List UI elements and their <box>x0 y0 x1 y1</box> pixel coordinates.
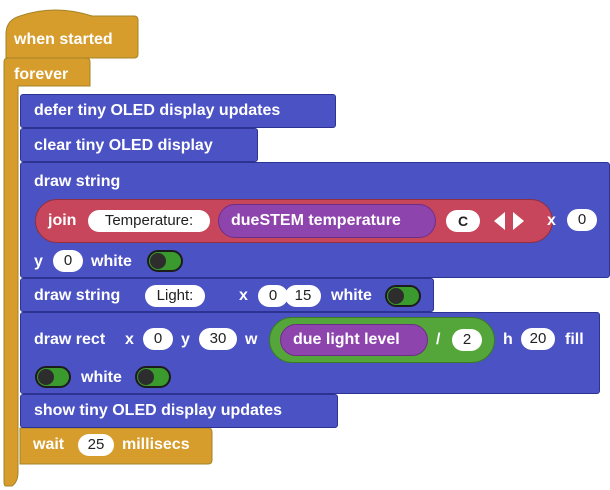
y-label: y <box>34 253 43 270</box>
draw-string-label: draw string <box>34 173 121 190</box>
hat-block-label[interactable]: when started <box>14 31 113 48</box>
fill-label: fill <box>565 331 584 348</box>
h-input[interactable]: 20 <box>521 328 555 350</box>
forever-block-label[interactable]: forever <box>14 66 69 83</box>
color-label: white <box>331 287 372 304</box>
divisor-input[interactable]: 2 <box>452 329 482 351</box>
temperature-reporter-label: dueSTEM temperature <box>231 212 401 229</box>
toggle-switch-icon[interactable] <box>35 366 71 388</box>
show-display-updates-block[interactable]: show tiny OLED display updates <box>20 394 338 428</box>
unit-dropdown[interactable]: C <box>446 210 480 232</box>
y-label: y <box>181 331 190 348</box>
x-label: x <box>239 287 248 304</box>
draw-rect-block[interactable]: draw rect x 0 y 30 w due light level / 2… <box>20 312 600 394</box>
x-input[interactable]: 0 <box>258 285 288 307</box>
string-text-input[interactable]: Light: <box>145 285 205 307</box>
draw-rect-label: draw rect <box>34 331 106 348</box>
arrows-left-right-icon[interactable] <box>492 211 526 231</box>
color-label: white <box>91 253 132 270</box>
join-text-input[interactable]: Temperature: <box>88 210 210 232</box>
draw-string-temperature-block[interactable]: draw string join Temperature: dueSTEM te… <box>20 162 610 278</box>
toggle-switch-icon[interactable] <box>147 250 183 272</box>
wait-block-shape <box>19 427 213 465</box>
temperature-reporter[interactable]: dueSTEM temperature <box>218 204 436 238</box>
divide-symbol: / <box>436 331 441 348</box>
defer-block-label: defer tiny OLED display updates <box>34 102 281 119</box>
toggle-switch-icon[interactable] <box>135 366 171 388</box>
w-label: w <box>245 331 258 348</box>
defer-display-updates-block[interactable]: defer tiny OLED display updates <box>20 94 336 128</box>
x-input[interactable]: 0 <box>143 328 173 350</box>
toggle-switch-icon[interactable] <box>385 285 421 307</box>
join-label: join <box>48 212 77 229</box>
wait-label: wait <box>33 436 65 453</box>
wait-input[interactable]: 25 <box>78 434 114 456</box>
forever-block-shape <box>3 57 91 487</box>
clear-block-label: clear tiny OLED display <box>34 137 213 154</box>
x-label: x <box>125 331 134 348</box>
divide-operator-reporter[interactable]: due light level / 2 <box>269 317 495 363</box>
draw-string-light-block[interactable]: draw string Light: x 0 y 15 white <box>20 278 434 312</box>
x-label: x <box>547 212 556 229</box>
x-input[interactable]: 0 <box>567 209 597 231</box>
draw-string-label: draw string <box>34 287 121 304</box>
color-label: white <box>81 369 122 386</box>
wait-block[interactable]: wait 25 millisecs <box>20 428 212 464</box>
light-level-reporter[interactable]: due light level <box>280 324 428 356</box>
light-level-reporter-label: due light level <box>293 331 400 348</box>
h-label: h <box>503 331 513 348</box>
y-input[interactable]: 15 <box>285 285 321 307</box>
clear-display-block[interactable]: clear tiny OLED display <box>20 128 258 162</box>
wait-unit-label: millisecs <box>122 436 190 453</box>
y-input[interactable]: 30 <box>199 328 237 350</box>
join-reporter[interactable]: join Temperature: dueSTEM temperature C <box>35 199 553 243</box>
y-input[interactable]: 0 <box>53 250 83 272</box>
show-block-label: show tiny OLED display updates <box>34 402 283 419</box>
hat-block-shape <box>5 9 139 59</box>
